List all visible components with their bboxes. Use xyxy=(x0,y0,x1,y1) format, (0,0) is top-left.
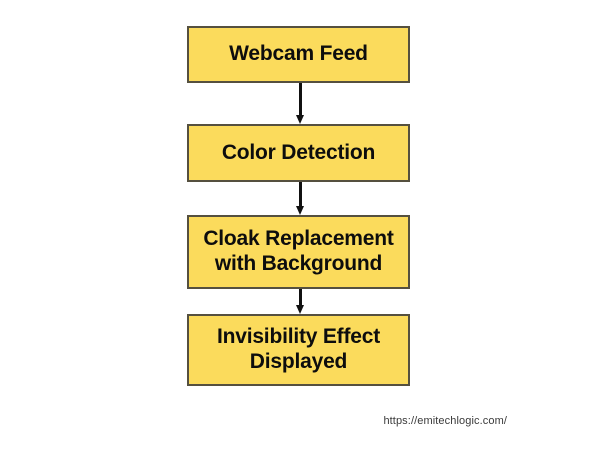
down-arrow-icon xyxy=(296,289,305,314)
flowchart-node-label: Cloak Replacement with Background xyxy=(203,227,394,275)
arrow-head xyxy=(296,305,304,314)
flowchart-node-label: Color Detection xyxy=(221,140,376,164)
arrow-stem xyxy=(299,289,302,305)
flowchart-node-color-detection: Color Detection xyxy=(187,124,410,182)
flowchart-node-invisibility-effect: Invisibility Effect Displayed xyxy=(187,314,410,386)
arrow-stem xyxy=(299,83,302,115)
flowchart-node-label: Webcam Feed xyxy=(229,42,368,66)
flowchart-node-webcam-feed: Webcam Feed xyxy=(187,26,410,83)
flowchart-node-label: Invisibility Effect Displayed xyxy=(216,325,381,373)
flowchart-node-cloak-replacement: Cloak Replacement with Background xyxy=(187,215,410,289)
down-arrow-icon xyxy=(296,83,305,124)
arrow-stem xyxy=(299,182,302,206)
down-arrow-icon xyxy=(296,182,305,215)
arrow-head xyxy=(296,206,304,215)
arrow-head xyxy=(296,115,304,124)
source-url-watermark: https://emitechlogic.com/ xyxy=(383,415,507,427)
